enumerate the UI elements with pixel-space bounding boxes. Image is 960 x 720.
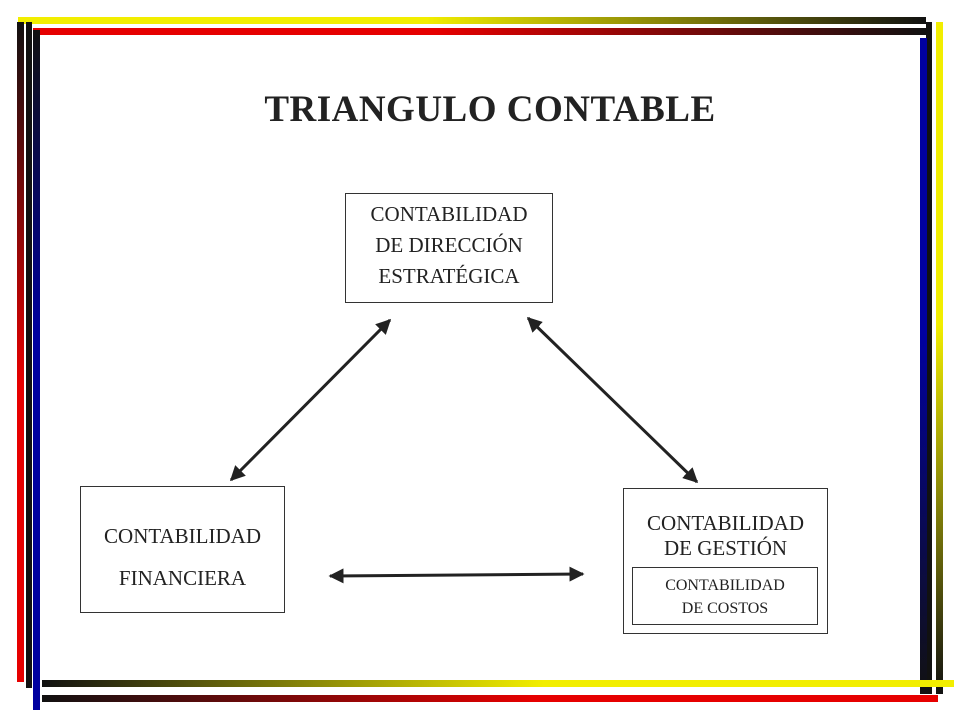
frame-left-black-bar [26, 22, 32, 688]
node-contabilidad-financiera: CONTABILIDAD FINANCIERA [80, 486, 285, 613]
frame-right-black-bar [926, 22, 932, 694]
node-contabilidad-direccion-estrategica: CONTABILIDAD DE DIRECCIÓN ESTRATÉGICA [345, 193, 553, 303]
frame-left-inner-bar [33, 30, 40, 710]
frame-top-inner-bar [33, 28, 926, 35]
node-label-line: DE GESTIÓN [663, 536, 788, 560]
node-label-line: ESTRATÉGICA [378, 264, 520, 288]
frame-right-inner-bar [920, 38, 927, 694]
node-contabilidad-costos: CONTABILIDAD DE COSTOS [632, 567, 818, 625]
frame-bottom-inner-bar [42, 695, 938, 702]
frame-top-outer-bar [18, 17, 926, 24]
node-label-line: FINANCIERA [118, 566, 247, 590]
edge-top-left-arrow [229, 318, 392, 482]
edge-top-right-arrow [526, 316, 699, 484]
diagram-title: TRIANGULO CONTABLE [264, 89, 716, 130]
node-label-line: CONTABILIDAD [665, 577, 785, 594]
node-label-line: DE DIRECCIÓN [375, 233, 523, 257]
node-label-line: CONTABILIDAD [104, 524, 261, 548]
frame-bottom-outer-bar [42, 680, 954, 687]
frame-right-outer-bar [936, 22, 943, 694]
frame-left-outer-bar [17, 22, 24, 682]
edge-left-right-arrow [328, 566, 585, 584]
node-label-line: CONTABILIDAD [647, 511, 804, 535]
node-label-line: DE COSTOS [681, 600, 769, 617]
node-label-line: CONTABILIDAD [370, 202, 528, 226]
node-contabilidad-gestion: CONTABILIDAD DE GESTIÓN CONTABILIDAD DE … [623, 488, 828, 634]
